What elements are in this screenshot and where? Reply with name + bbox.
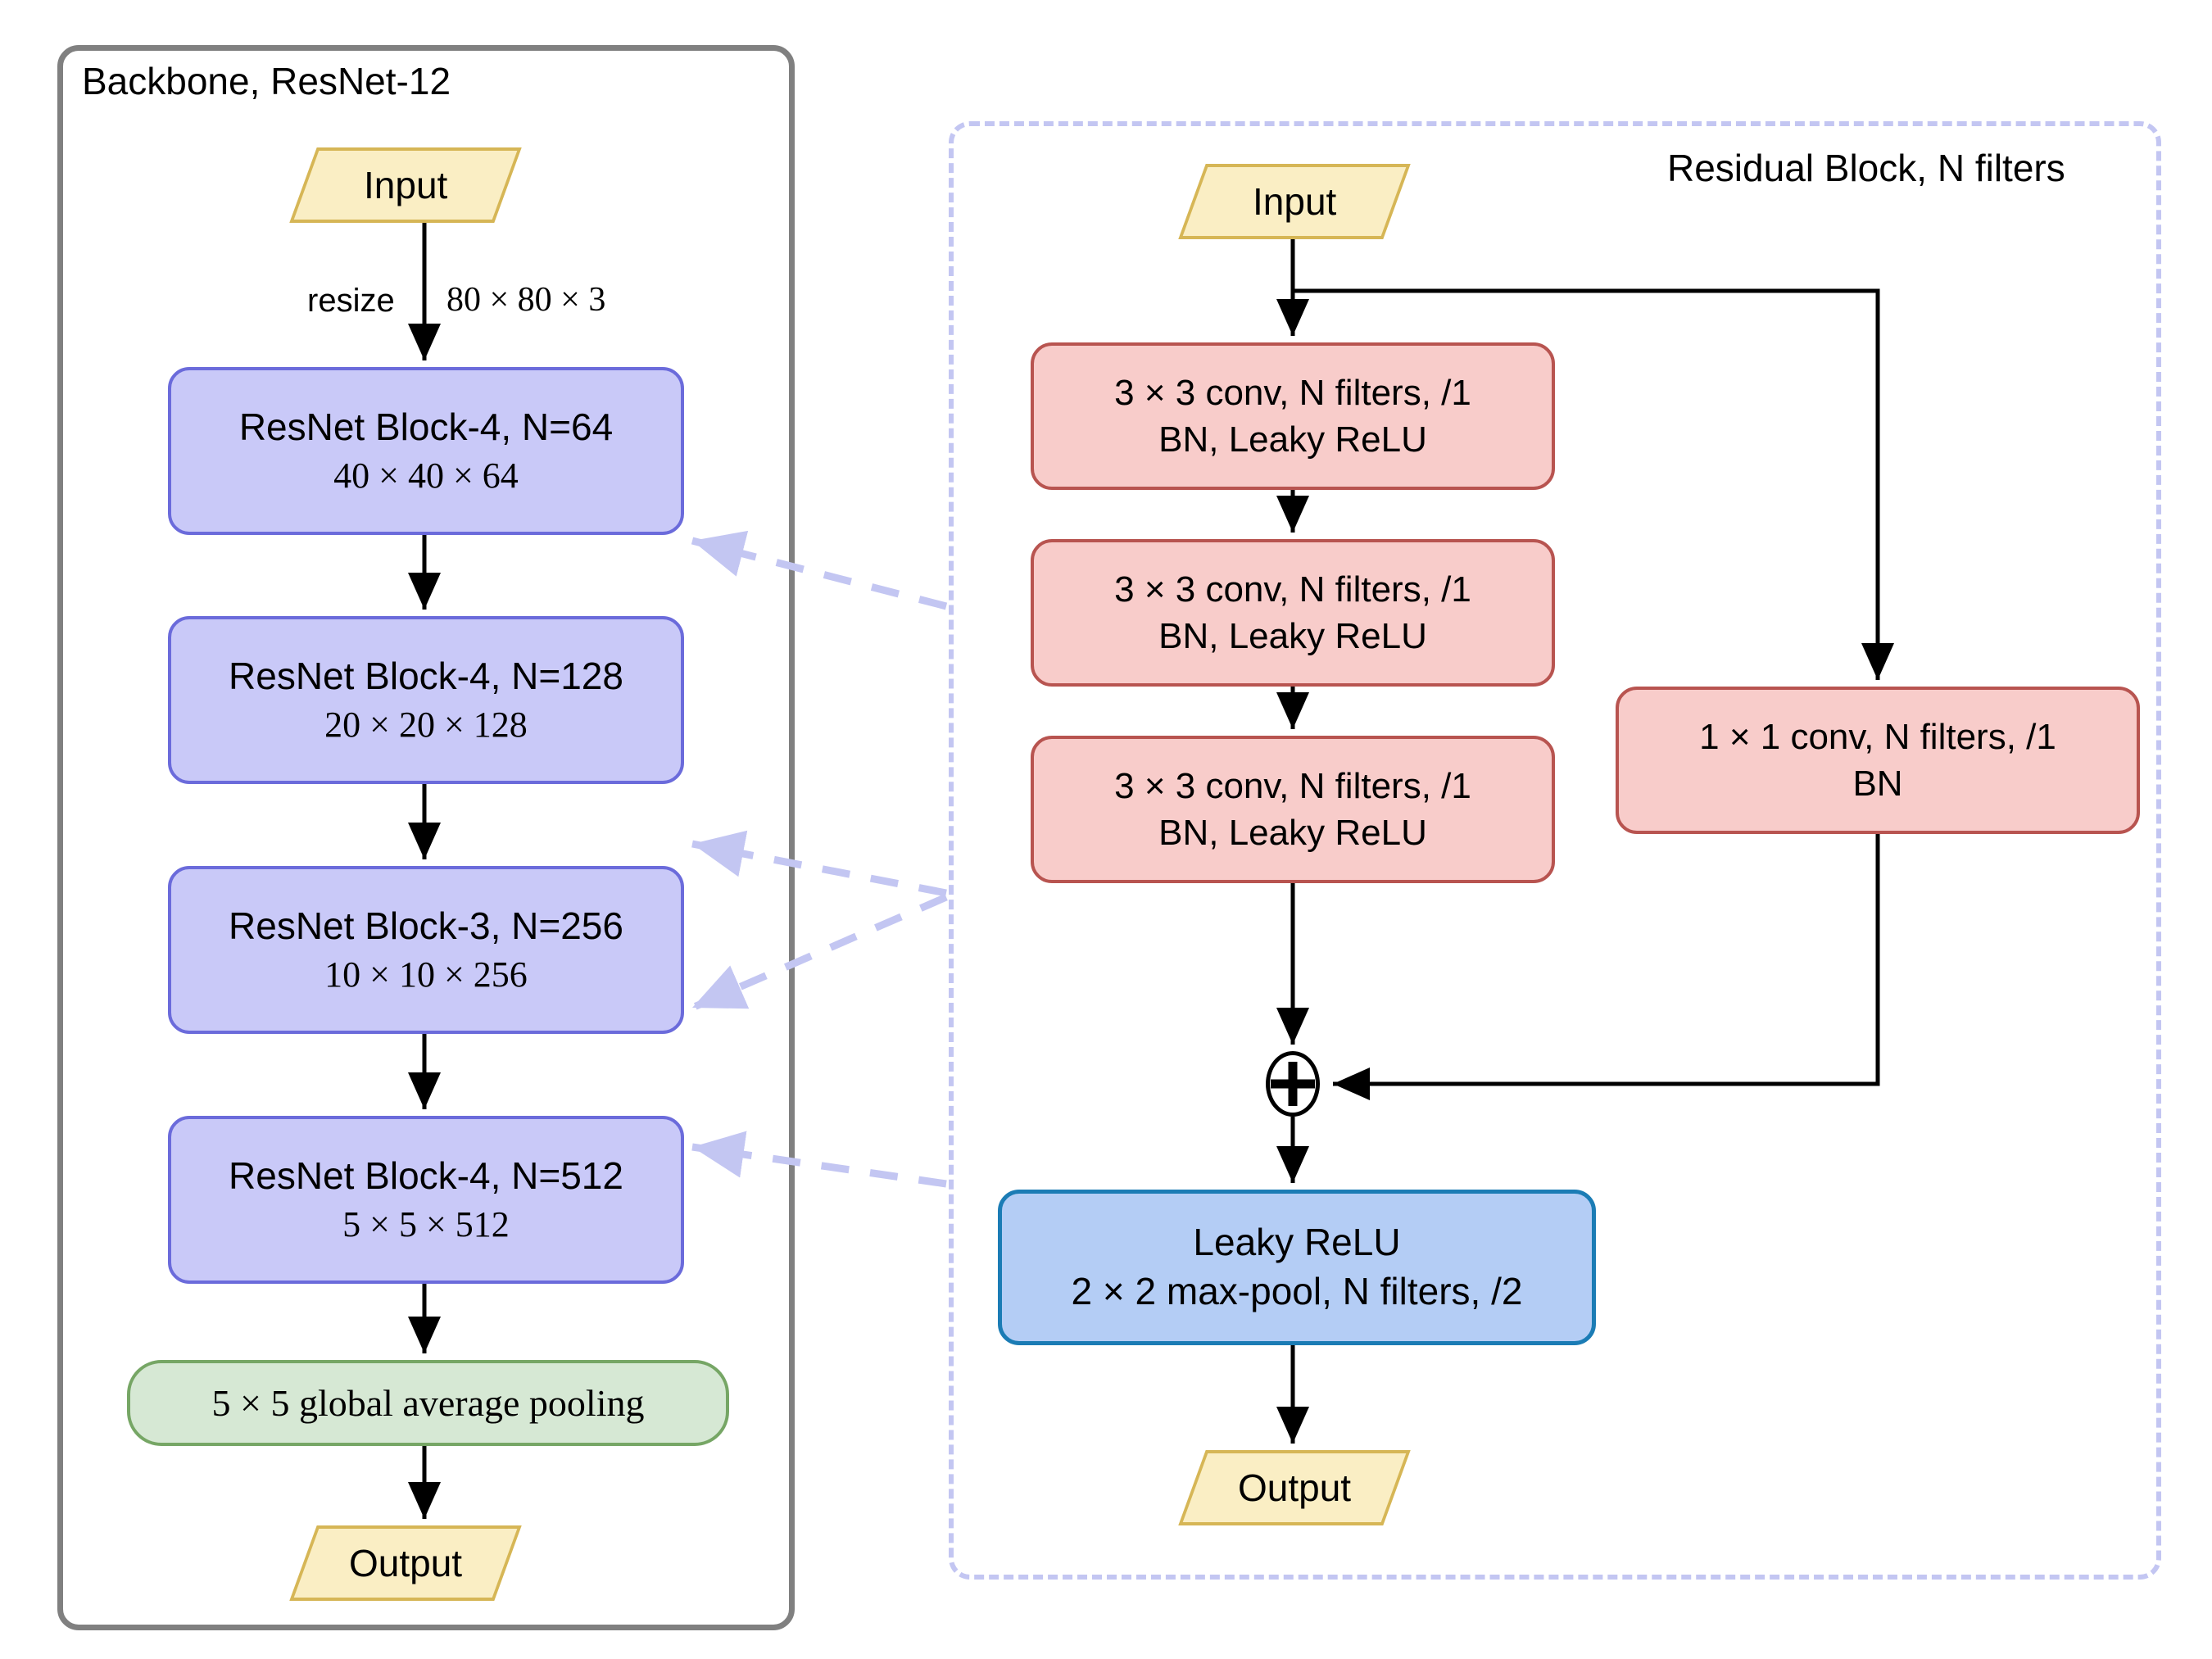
backbone-input-node: Input: [289, 147, 522, 223]
residual-input-label: Input: [1252, 180, 1337, 223]
activation-line2: 2 × 2 max-pool, N filters, /2: [1071, 1270, 1523, 1312]
resnet-block-4: ResNet Block-4, N=512 5 × 5 × 512: [168, 1116, 684, 1284]
resnet-block-3-name: ResNet Block-3, N=256: [229, 904, 623, 947]
activation-line1: Leaky ReLU: [1193, 1221, 1401, 1264]
conv-block-3: 3 × 3 conv, N filters, /1 BN, Leaky ReLU: [1031, 736, 1555, 883]
resnet-block-4-name: ResNet Block-4, N=512: [229, 1154, 623, 1197]
resnet-block-1-name: ResNet Block-4, N=64: [238, 406, 614, 448]
resnet-block-1-dims: 40 × 40 × 64: [333, 455, 519, 496]
shortcut-conv-line1: 1 × 1 conv, N filters, /1: [1699, 716, 2056, 757]
input-dims-label: 80 × 80 × 3: [446, 281, 606, 319]
backbone-panel-title: Backbone, ResNet-12: [82, 60, 451, 102]
conv-block-2-line1: 3 × 3 conv, N filters, /1: [1114, 569, 1471, 610]
resnet-block-4-dims: 5 × 5 × 512: [342, 1203, 510, 1244]
shortcut-conv-block: 1 × 1 conv, N filters, /1 BN: [1616, 687, 2140, 834]
residual-output-node: Output: [1178, 1450, 1411, 1525]
resnet-block-3-dims: 10 × 10 × 256: [324, 954, 528, 995]
resnet-block-2-dims: 20 × 20 × 128: [324, 704, 528, 745]
conv-block-1-line1: 3 × 3 conv, N filters, /1: [1114, 372, 1471, 413]
resnet-block-2: ResNet Block-4, N=128 20 × 20 × 128: [168, 616, 684, 784]
residual-panel-title: Residual Block, N filters: [1667, 147, 2065, 189]
global-average-pooling-label: 5 × 5 global average pooling: [211, 1381, 645, 1424]
conv-block-3-line1: 3 × 3 conv, N filters, /1: [1114, 765, 1471, 806]
backbone-input-label: Input: [363, 164, 448, 206]
resnet-block-2-name: ResNet Block-4, N=128: [229, 655, 623, 697]
shortcut-conv-line2: BN: [1852, 764, 1903, 804]
activation-pool-block: Leaky ReLU 2 × 2 max-pool, N filters, /2: [998, 1190, 1596, 1345]
resnet-block-1: ResNet Block-4, N=64 40 × 40 × 64: [168, 367, 684, 535]
backbone-output-label: Output: [348, 1542, 463, 1584]
conv-block-2-line2: BN, Leaky ReLU: [1158, 616, 1427, 656]
conv-block-3-line2: BN, Leaky ReLU: [1158, 813, 1427, 853]
residual-output-label: Output: [1237, 1466, 1352, 1509]
global-average-pooling-block: 5 × 5 global average pooling: [127, 1360, 729, 1446]
addition-node: [1266, 1051, 1320, 1117]
resize-label: resize: [307, 283, 395, 319]
backbone-output-node: Output: [289, 1525, 522, 1601]
resnet-block-3: ResNet Block-3, N=256 10 × 10 × 256: [168, 866, 684, 1034]
conv-block-2: 3 × 3 conv, N filters, /1 BN, Leaky ReLU: [1031, 539, 1555, 687]
conv-block-1: 3 × 3 conv, N filters, /1 BN, Leaky ReLU: [1031, 342, 1555, 490]
conv-block-1-line2: BN, Leaky ReLU: [1158, 419, 1427, 460]
residual-input-node: Input: [1178, 164, 1411, 239]
